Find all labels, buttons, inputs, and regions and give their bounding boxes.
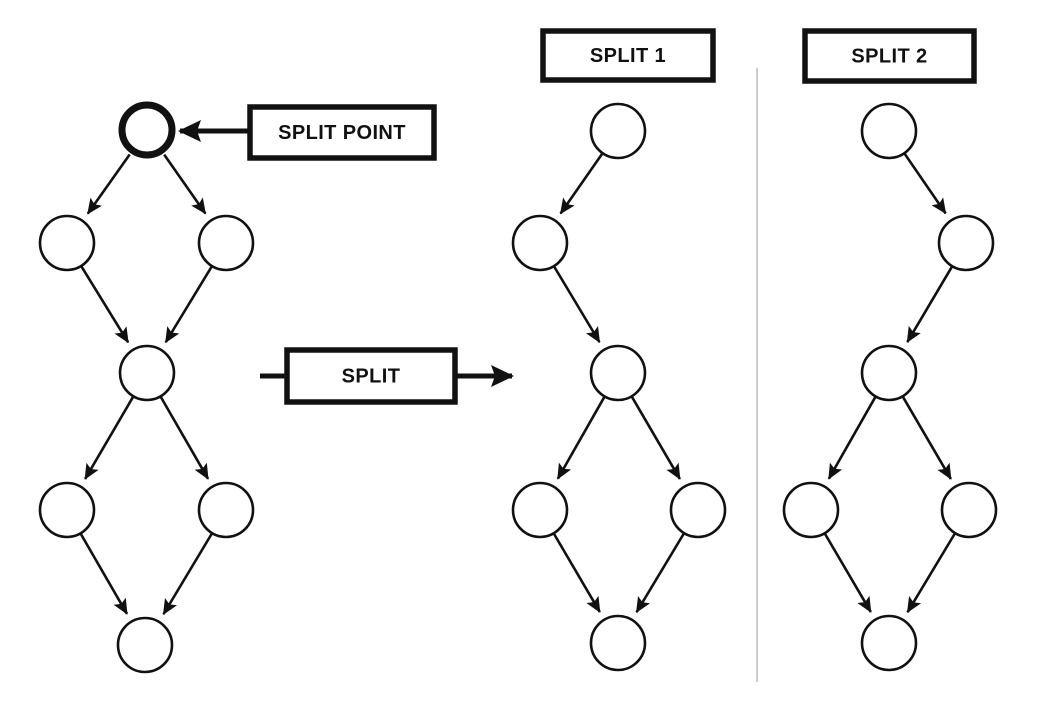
graph-node[interactable] bbox=[937, 214, 995, 272]
graph-edge bbox=[164, 266, 213, 344]
graph-edge bbox=[80, 266, 130, 344]
graph-node[interactable] bbox=[116, 616, 174, 674]
graph-node[interactable] bbox=[511, 481, 569, 539]
graph-edge bbox=[906, 533, 956, 614]
split-operation-box bbox=[284, 347, 458, 405]
split-point-callout: SPLIT POINT bbox=[177, 104, 437, 161]
graph-node[interactable] bbox=[38, 214, 96, 272]
nodes-layer bbox=[38, 101, 998, 674]
graph-edge bbox=[824, 533, 872, 613]
graph-edge bbox=[903, 153, 947, 215]
graph-node[interactable] bbox=[860, 614, 918, 672]
graph-node[interactable] bbox=[197, 481, 255, 539]
split-1-title: SPLIT 1 bbox=[540, 28, 716, 83]
graph-node[interactable] bbox=[782, 481, 840, 539]
graph-node[interactable] bbox=[511, 214, 569, 272]
graph-edge bbox=[827, 396, 877, 480]
graph-edge bbox=[635, 533, 685, 614]
graph-edge bbox=[553, 533, 601, 613]
graph-node[interactable] bbox=[669, 481, 727, 539]
split-point-box bbox=[247, 104, 437, 161]
graph-node[interactable] bbox=[589, 344, 647, 402]
graph-edge bbox=[901, 396, 952, 480]
graph-edge bbox=[79, 533, 129, 615]
split-2-title-label: SPLIT 2 bbox=[851, 45, 927, 67]
graph-edge bbox=[84, 396, 135, 480]
graph-edge bbox=[556, 396, 606, 480]
graph-node[interactable] bbox=[589, 102, 647, 160]
split-point-label: SPLIT POINT bbox=[278, 122, 406, 144]
graph-node[interactable] bbox=[940, 481, 998, 539]
graph-node[interactable] bbox=[589, 614, 647, 672]
graph-edge bbox=[630, 396, 681, 480]
split-1-title-box bbox=[540, 28, 716, 83]
split-operation: SPLIT bbox=[260, 347, 515, 405]
edges-layer bbox=[79, 153, 956, 616]
graph-node[interactable] bbox=[118, 344, 176, 402]
graph-node[interactable] bbox=[860, 102, 918, 160]
graph-node[interactable] bbox=[197, 214, 255, 272]
split-2-title-box bbox=[802, 28, 977, 84]
split-2-title: SPLIT 2 bbox=[802, 28, 977, 84]
graph-edge bbox=[159, 396, 210, 480]
graph-edge bbox=[86, 153, 131, 215]
graph-node[interactable] bbox=[38, 481, 96, 539]
graph-node[interactable] bbox=[860, 344, 918, 402]
graph-edge bbox=[553, 266, 601, 344]
graph-edge bbox=[906, 266, 953, 343]
graph-edge bbox=[162, 533, 213, 616]
split-point-node[interactable] bbox=[118, 101, 176, 159]
graph-edge bbox=[163, 153, 207, 215]
split-operation-label: SPLIT bbox=[342, 365, 401, 387]
graph-edge bbox=[559, 153, 604, 215]
split-1-title-label: SPLIT 1 bbox=[590, 45, 666, 67]
